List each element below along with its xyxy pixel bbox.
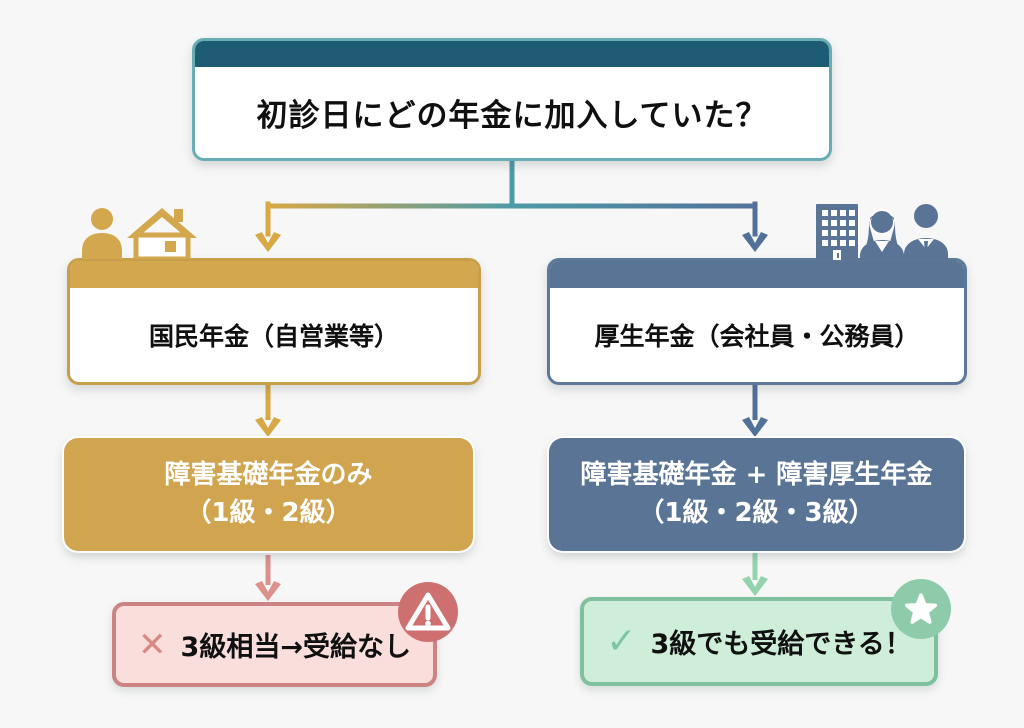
no-benefit-text: 3級相当→受給なし <box>180 632 411 663</box>
arrow-down-icon <box>742 232 768 252</box>
national-header-bar <box>70 261 478 288</box>
no-benefit-result-box: ✕ 3級相当→受給なし <box>112 602 437 687</box>
employees-pension-label: 厚生年金（会社員・公務員） <box>594 322 920 351</box>
arrow-down-icon <box>255 417 281 437</box>
basic-pension-benefit-box: 障害基礎年金のみ （1級・2級） <box>64 438 473 551</box>
national-pension-card: 国民年金（自営業等） <box>67 258 481 385</box>
employees-header-bar <box>550 261 964 288</box>
employees-pension-icons <box>816 204 948 260</box>
question-title: 初診日にどの年金に加入していた？ <box>256 98 768 134</box>
arrow-down-icon <box>742 417 768 437</box>
check-mark-icon: ✓ <box>606 621 637 662</box>
warning-icon <box>398 582 458 642</box>
benefit-line2: （1級・2級・3級） <box>638 497 875 528</box>
cross-mark-icon: ✕ <box>138 624 167 665</box>
national-pension-icons <box>82 208 197 259</box>
house-icon <box>127 208 197 259</box>
star-icon <box>891 579 951 639</box>
office-building-icon <box>816 204 858 260</box>
benefit-line2: （1級・2級） <box>185 497 352 528</box>
person-icon <box>82 208 122 259</box>
arrow-down-icon <box>742 576 768 596</box>
benefit-ok-text: 3級でも受給できる！ <box>650 629 912 660</box>
national-pension-label: 国民年金（自営業等） <box>148 322 399 351</box>
benefit-line1: 障害基礎年金 + 障害厚生年金 <box>580 459 933 490</box>
benefit-line1: 障害基礎年金のみ <box>164 459 373 490</box>
arrow-down-icon <box>255 581 281 601</box>
benefit-ok-result-box: ✓ 3級でも受給できる！ <box>580 597 938 686</box>
employees-icon <box>860 204 948 260</box>
question-header-bar <box>195 41 829 67</box>
arrow-down-icon <box>255 232 281 252</box>
combined-pension-benefit-box: 障害基礎年金 + 障害厚生年金 （1級・2級・3級） <box>549 438 964 551</box>
question-card: 初診日にどの年金に加入していた？ <box>192 38 832 161</box>
employees-pension-card: 厚生年金（会社員・公務員） <box>547 258 967 385</box>
